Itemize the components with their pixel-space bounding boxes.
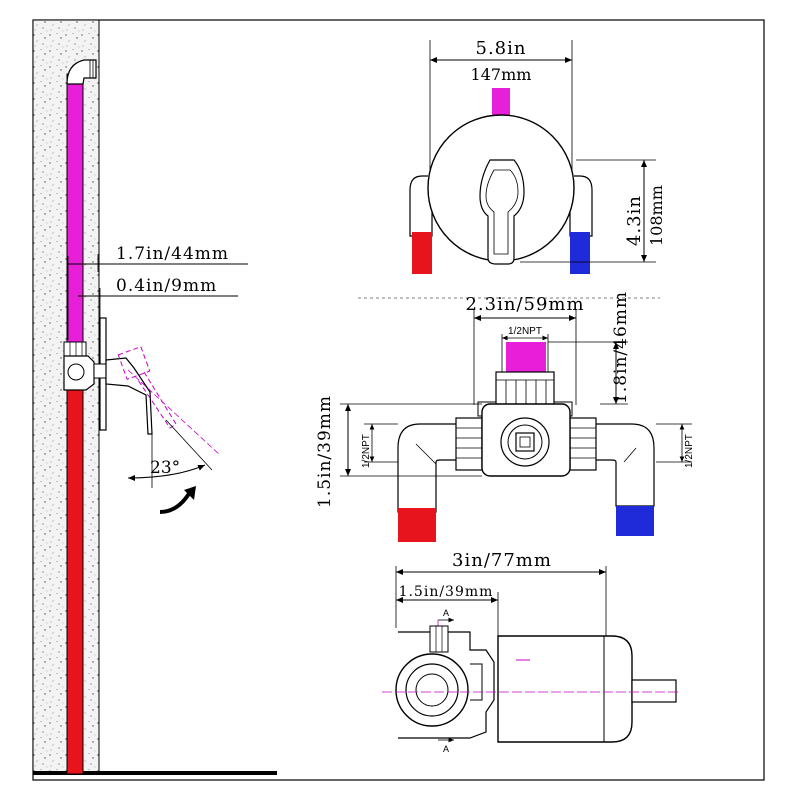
valve-top-nut <box>495 371 555 407</box>
wall-depth-label: 1.7in/44mm <box>116 244 229 264</box>
valve-right-elbow <box>591 423 655 507</box>
valve-top-view: 2.3in/59mm 1/2NPT <box>315 291 695 542</box>
rotation-angle-label: 23° <box>150 458 180 478</box>
valve-nut <box>63 341 87 357</box>
wall-section-view: 23° 1.7in/44mm 0.4in/9mm <box>32 19 277 775</box>
section-mark-top: A <box>443 608 449 618</box>
front-width-inch-label: 5.8in <box>476 38 527 59</box>
valve-outlet-stub <box>506 342 546 372</box>
front-hot-pipe <box>412 232 432 274</box>
side-offset-label: 1.5in/39mm <box>399 584 494 600</box>
valve-height-label: 1.8in/46mm <box>611 291 631 404</box>
valve-hot-inlet <box>398 508 436 542</box>
valve-left-elbow <box>397 423 459 513</box>
valve-depth-label: 1.5in/39mm <box>315 395 335 508</box>
wall <box>32 19 100 773</box>
side-stem <box>631 679 677 703</box>
front-handle <box>479 159 525 265</box>
front-height-mm-label: 108mm <box>647 185 666 246</box>
left-thread-label: 1/2NPT <box>361 434 372 468</box>
lever-handle <box>105 357 153 435</box>
valve-side-view: 3in/77mm 1.5in/39mm A A <box>382 550 680 754</box>
front-width-mm-label: 147mm <box>471 65 532 84</box>
rotated-handle-outline <box>117 346 177 429</box>
side-length-label: 3in/77mm <box>452 550 552 571</box>
angle-arc <box>127 464 206 481</box>
outlet-pipe <box>66 73 84 347</box>
plate-offset-label: 0.4in/9mm <box>116 276 217 296</box>
top-thread-label: 1/2NPT <box>508 326 542 337</box>
front-height-inch-label: 4.3in <box>624 195 645 246</box>
section-mark-bottom: A <box>443 744 449 754</box>
valve-width-label: 2.3in/59mm <box>465 294 584 315</box>
front-view: 5.8in 147mm 4.3in 108mm <box>409 38 666 274</box>
right-thread-label: 1/2NPT <box>684 434 695 468</box>
rotation-arrow <box>159 490 192 514</box>
front-outlet-stub <box>492 88 510 116</box>
hot-supply-pipe <box>66 381 84 775</box>
valve-cold-inlet <box>616 506 654 536</box>
side-cartridge <box>497 635 633 743</box>
front-cold-pipe <box>570 232 590 274</box>
